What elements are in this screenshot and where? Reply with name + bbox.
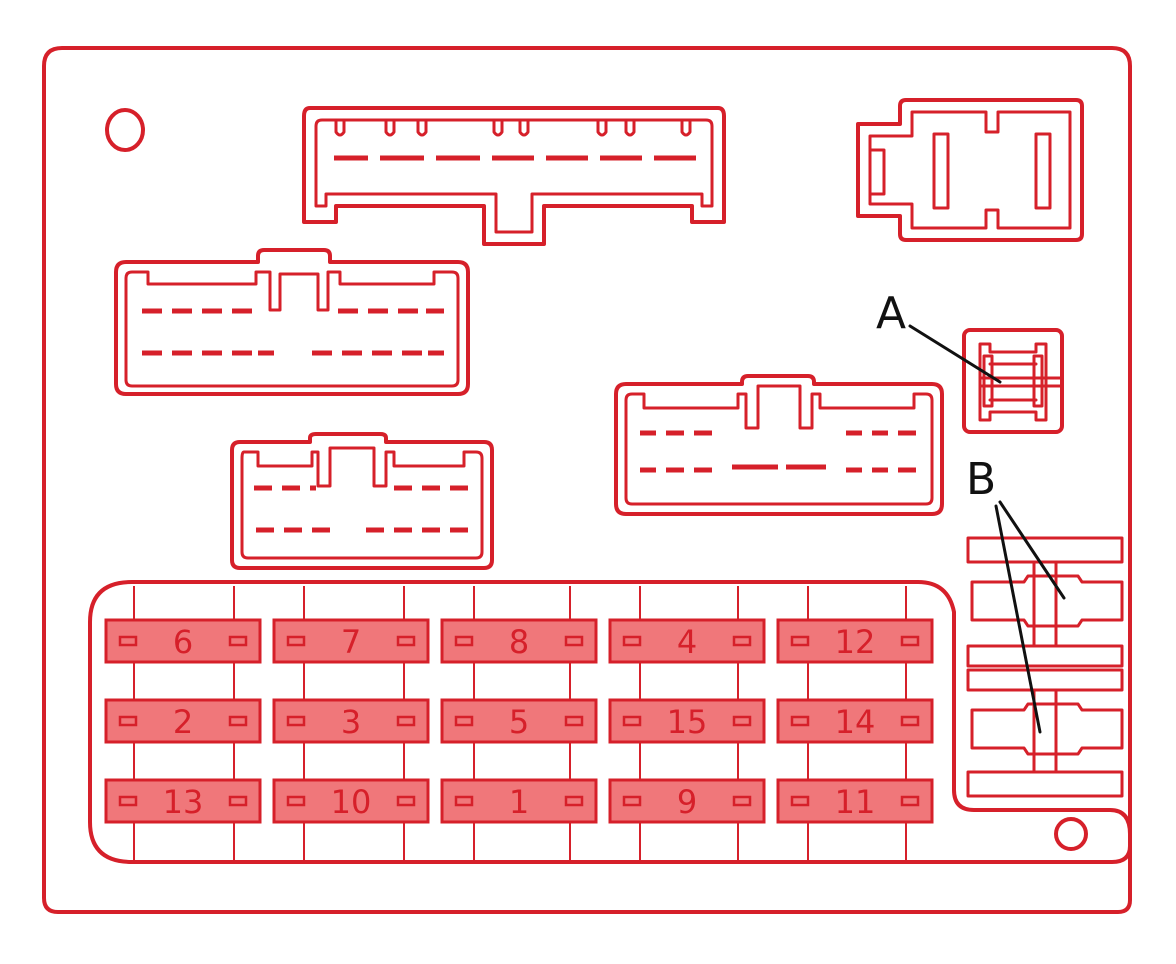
housing-outline (42, 46, 1132, 914)
fuse-terminal-left (622, 635, 642, 647)
label-a: A (876, 288, 906, 339)
connector-lower-left (230, 432, 494, 570)
fuse-terminal-right (732, 795, 752, 807)
fuse-terminal-left (454, 795, 474, 807)
fuse-terminal-right (900, 715, 920, 727)
fuse-7: 7 (272, 618, 430, 664)
connector-left-middle (114, 248, 470, 396)
callout-b-leader-2 (994, 504, 1042, 734)
callout-a: A (876, 288, 1002, 384)
fuse-body (776, 698, 934, 744)
fuse-label: 12 (835, 623, 876, 661)
fuse-terminal-right (396, 795, 416, 807)
fuse-terminal-right (228, 795, 248, 807)
fuse-terminal-left (622, 715, 642, 727)
callout-b: B (966, 454, 1066, 734)
fuse-label: 9 (677, 783, 697, 821)
callout-b-leader-1 (998, 500, 1066, 600)
fuse-3: 3 (272, 698, 430, 744)
fuse-10: 10 (272, 778, 430, 824)
fuse-terminal-left (286, 635, 306, 647)
fuse-4: 4 (608, 618, 766, 664)
connector-top-center (302, 106, 726, 246)
component-b (966, 536, 1124, 798)
fuse-15: 15 (608, 698, 766, 744)
fuse-label: 1 (509, 783, 529, 821)
fuse-12: 12 (776, 618, 934, 664)
component-a (962, 328, 1064, 434)
fuse-terminal-left (454, 715, 474, 727)
fuse-body (272, 618, 430, 664)
fuse-terminal-right (732, 635, 752, 647)
fuse-13: 13 (104, 778, 262, 824)
fuse-label: 10 (331, 783, 372, 821)
fuse-8: 8 (440, 618, 598, 664)
fuse-11: 11 (776, 778, 934, 824)
fuse-block-outline (88, 580, 1132, 864)
fuse-terminal-left (790, 795, 810, 807)
fuse-terminal-left (118, 715, 138, 727)
fuse-label: 5 (509, 703, 529, 741)
mounting-hole-top-left (105, 108, 145, 152)
relay-block-top-right (856, 98, 1084, 242)
fuse-2: 2 (104, 698, 262, 744)
fuse-terminal-right (564, 715, 584, 727)
fuse-body (608, 698, 766, 744)
fuse-label: 7 (341, 623, 361, 661)
connector-right-middle (614, 374, 944, 516)
fuse-6: 6 (104, 618, 262, 664)
fuse-14: 14 (776, 698, 934, 744)
fuse-grid: 6 7 8 4 12 2 3 5 15 14 13 10 1 9 11 (104, 586, 934, 860)
fuse-label: 11 (835, 783, 876, 821)
fuse-terminal-right (900, 635, 920, 647)
fuse-body (776, 778, 934, 824)
fuse-label: 8 (509, 623, 529, 661)
fuse-terminal-left (118, 635, 138, 647)
fuse-label: 13 (163, 783, 204, 821)
fuse-body (608, 778, 766, 824)
fuse-terminal-left (622, 795, 642, 807)
fuse-terminal-right (732, 715, 752, 727)
fuse-label: 3 (341, 703, 361, 741)
fuse-terminal-right (228, 715, 248, 727)
fuse-label: 2 (173, 703, 193, 741)
callout-a-leader (908, 324, 1002, 384)
fuse-body (608, 618, 766, 664)
fuse-terminal-right (564, 795, 584, 807)
fuse-9: 9 (608, 778, 766, 824)
fuse-label: 14 (835, 703, 876, 741)
fuse-body (440, 698, 598, 744)
fuse-terminal-left (790, 635, 810, 647)
fuse-body (440, 778, 598, 824)
fuse-label: 6 (173, 623, 193, 661)
fuse-label: 4 (677, 623, 697, 661)
fuse-body (272, 698, 430, 744)
fuse-label: 15 (667, 703, 708, 741)
fuse-1: 1 (440, 778, 598, 824)
fuse-terminal-left (454, 635, 474, 647)
fuse-body (104, 618, 262, 664)
label-b: B (966, 454, 996, 505)
fuse-terminal-right (396, 715, 416, 727)
fuse-terminal-right (900, 795, 920, 807)
fuse-terminal-left (286, 715, 306, 727)
fuse-body (440, 618, 598, 664)
fuse-body (776, 618, 934, 664)
fuse-body (104, 778, 262, 824)
fuse-terminal-left (286, 795, 306, 807)
fuse-terminal-left (790, 715, 810, 727)
mounting-hole-bottom-right (1054, 817, 1088, 851)
fuse-body (272, 778, 430, 824)
fuse-terminal-right (396, 635, 416, 647)
fuse-terminal-right (228, 635, 248, 647)
fuse-terminal-left (118, 795, 138, 807)
fuse-5: 5 (440, 698, 598, 744)
fuse-body (104, 698, 262, 744)
fuse-terminal-right (564, 635, 584, 647)
